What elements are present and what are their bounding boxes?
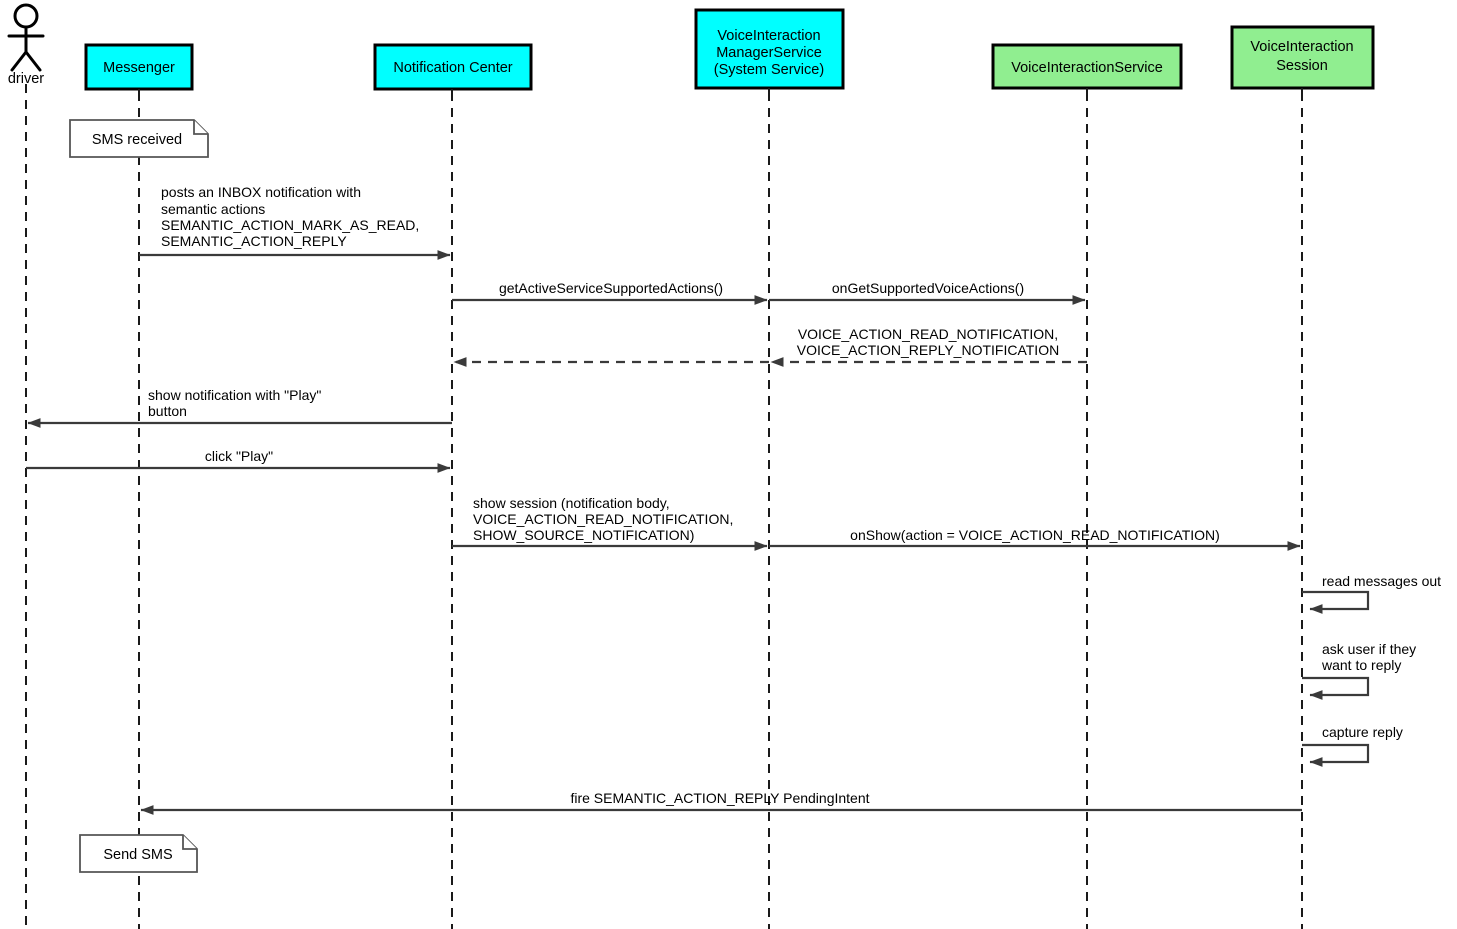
message-label-line-0: fire SEMANTIC_ACTION_REPLY PendingIntent bbox=[570, 790, 869, 806]
message-label-line-2: SHOW_SOURCE_NOTIFICATION) bbox=[473, 527, 694, 543]
message-read-messages-out: read messages out bbox=[1302, 573, 1441, 614]
participant-label-line-0: VoiceInteraction bbox=[1250, 39, 1353, 55]
message-label-line-0: show notification with "Play" bbox=[148, 387, 321, 403]
participant-label-line-0: Notification Center bbox=[393, 60, 512, 76]
actor-leg-left-icon bbox=[10, 50, 28, 72]
message-self-loop bbox=[1302, 676, 1370, 700]
message-self-loop bbox=[1302, 743, 1370, 767]
message-click-play: click "Play" bbox=[26, 448, 451, 473]
note-label: Send SMS bbox=[103, 847, 172, 863]
message-label-line-0: getActiveServiceSupportedActions() bbox=[499, 280, 723, 296]
message-ask-user-reply: ask user if they want to reply bbox=[1302, 641, 1416, 700]
participant-voice-interaction-service[interactable]: VoiceInteractionService bbox=[991, 43, 1183, 97]
message-label-line-3: SEMANTIC_ACTION_REPLY bbox=[161, 233, 347, 249]
note-send-sms: Send SMS bbox=[79, 834, 198, 873]
participant-label-line-1: ManagerService bbox=[716, 45, 822, 61]
message-label-line-1: button bbox=[148, 403, 187, 419]
participant-vims[interactable]: VoiceInteraction ManagerService (System … bbox=[694, 8, 845, 97]
message-label-line-1: semantic actions bbox=[161, 201, 265, 217]
message-label-line-0: onShow(action = VOICE_ACTION_READ_NOTIFI… bbox=[850, 527, 1220, 543]
message-label-line-0: click "Play" bbox=[205, 448, 273, 464]
message-label-line-2: SEMANTIC_ACTION_MARK_AS_READ, bbox=[161, 217, 419, 233]
message-label-line-1: VOICE_ACTION_REPLY_NOTIFICATION bbox=[797, 342, 1059, 358]
message-label-line-0: onGetSupportedVoiceActions() bbox=[832, 280, 1024, 296]
message-return-voice-actions: VOICE_ACTION_READ_NOTIFICATION, VOICE_AC… bbox=[770, 326, 1087, 367]
message-label-line-0: posts an INBOX notification with bbox=[161, 184, 361, 200]
participant-label-line-0: VoiceInteractionService bbox=[1011, 60, 1163, 76]
participant-label-line-1: Session bbox=[1276, 58, 1328, 74]
message-label-line-0: capture reply bbox=[1322, 724, 1403, 740]
participant-label-line-0: VoiceInteraction bbox=[717, 28, 820, 44]
participant-messenger[interactable]: Messenger bbox=[84, 43, 194, 97]
message-on-show: onShow(action = VOICE_ACTION_READ_NOTIFI… bbox=[769, 527, 1301, 551]
message-post-inbox-notification: posts an INBOX notification with semanti… bbox=[139, 184, 451, 260]
message-self-loop bbox=[1302, 590, 1370, 614]
participant-box bbox=[694, 8, 845, 90]
participant-box bbox=[1230, 25, 1375, 90]
actor-label: driver bbox=[8, 71, 44, 87]
message-capture-reply: capture reply bbox=[1302, 724, 1403, 767]
note-fold-icon bbox=[182, 835, 197, 850]
message-label-line-1: want to reply bbox=[1321, 657, 1401, 673]
message-fire-semantic-action-reply: fire SEMANTIC_ACTION_REPLY PendingIntent bbox=[140, 790, 1302, 815]
message-show-session: show session (notification body, VOICE_A… bbox=[452, 495, 768, 551]
message-label-line-1: VOICE_ACTION_READ_NOTIFICATION, bbox=[473, 511, 733, 527]
message-on-get-supported-voice-actions: onGetSupportedVoiceActions() bbox=[769, 280, 1086, 305]
message-show-notification-play-button: show notification with "Play" button bbox=[27, 387, 452, 428]
actor-driver[interactable]: driver bbox=[7, 3, 45, 87]
note-label: SMS received bbox=[92, 132, 182, 148]
note-body bbox=[79, 834, 198, 873]
actor-leg-right-icon bbox=[24, 50, 42, 72]
participant-label-line-2: (System Service) bbox=[714, 62, 824, 78]
note-sms-received: SMS received bbox=[69, 119, 209, 158]
note-body bbox=[69, 119, 209, 158]
message-label-line-0: VOICE_ACTION_READ_NOTIFICATION, bbox=[798, 326, 1058, 342]
message-get-active-service-supported-actions: getActiveServiceSupportedActions() bbox=[452, 280, 768, 305]
message-label-line-0: show session (notification body, bbox=[473, 495, 670, 511]
participant-notification-center[interactable]: Notification Center bbox=[373, 43, 533, 97]
participant-voice-interaction-session[interactable]: VoiceInteraction Session bbox=[1230, 25, 1375, 97]
message-label-line-0: ask user if they bbox=[1322, 641, 1416, 657]
participant-label-line-0: Messenger bbox=[103, 60, 175, 76]
note-fold-icon bbox=[193, 120, 208, 135]
message-label-line-0: read messages out bbox=[1322, 573, 1441, 589]
actor-head-icon bbox=[13, 3, 39, 29]
